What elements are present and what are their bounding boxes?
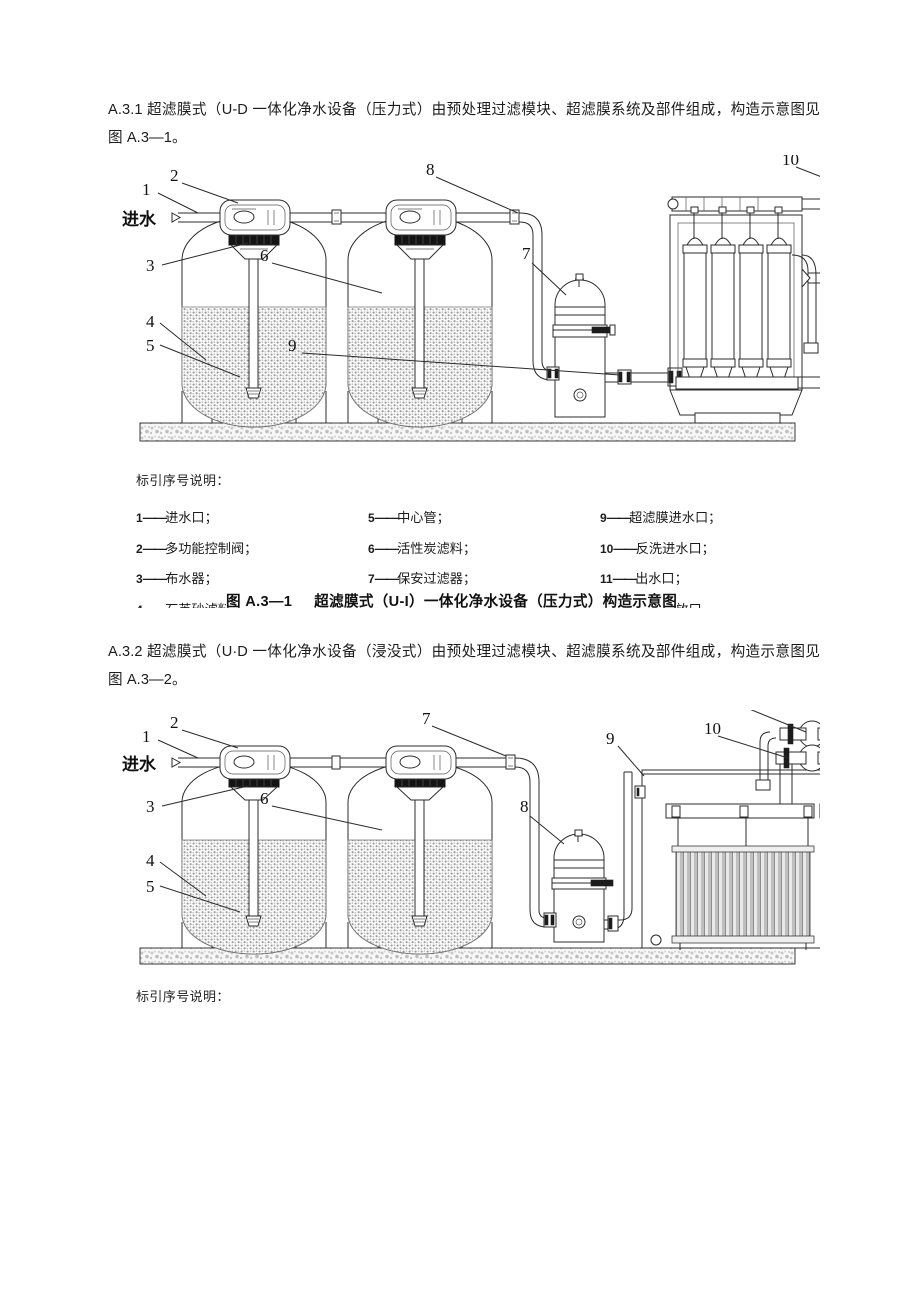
legend-item: 3——布水器； <box>136 571 218 586</box>
legend-text: 石英砂滤料； <box>165 602 244 608</box>
legend-num: 6 <box>368 541 375 556</box>
callout-3: 3 <box>146 256 155 275</box>
callout-7: 7 <box>422 710 431 728</box>
callout-1: 1 <box>142 180 151 199</box>
legend-text: 活性炭滤料； <box>397 540 477 556</box>
callout-5: 5 <box>146 877 155 896</box>
legend-item: 6——活性炭滤料； <box>368 540 477 556</box>
multifunction-control-valve-1 <box>219 199 291 236</box>
legend-text: 布水器； <box>165 571 218 586</box>
callout-1: 1 <box>142 727 151 746</box>
legend-num: 10 <box>600 541 614 556</box>
pretreatment-tank-1 <box>181 215 327 428</box>
inlet-piping <box>171 209 560 381</box>
figure1-caption-title: 超滤膜式（U-I）一体化净水设备（压力式）构造示意图 <box>314 594 678 610</box>
figure1-legend-title: 标引序号说明： <box>136 473 230 488</box>
legend-num: 11 <box>600 572 613 586</box>
figure-a3-1-diagram: 1 2 3 4 5 6 7 8 9 10 11 12 进水 出水 <box>120 155 820 455</box>
legend-item: 7——保安过滤器； <box>368 571 477 586</box>
callout-6: 6 <box>260 789 269 808</box>
inlet-piping-fig2 <box>171 754 556 928</box>
callout-8: 8 <box>520 797 529 816</box>
membrane-basin-feed-piping <box>604 771 633 932</box>
legend-num: 4 <box>136 603 143 608</box>
legend-item: 4——石英砂滤料； <box>136 595 368 608</box>
membrane-vessel-group <box>682 206 792 380</box>
security-filter <box>546 273 616 418</box>
callout-9: 9 <box>288 336 297 355</box>
uf-membrane-module <box>667 168 820 424</box>
inlet-label-fig2: 进水 <box>122 754 157 774</box>
legend-item: 5——中心管； <box>368 510 450 525</box>
callout-leaders-fig2 <box>157 710 807 913</box>
callout-2: 2 <box>170 166 179 185</box>
legend-num: 5 <box>368 511 375 525</box>
callout-9: 9 <box>606 729 615 748</box>
multifunction-control-valve-2-fig2 <box>385 745 457 780</box>
valve-membrane-inlet <box>617 369 632 385</box>
callout-4: 4 <box>146 312 155 331</box>
legend-num: 9 <box>600 511 607 525</box>
membrane-rack-1 <box>665 803 815 950</box>
callout-10: 10 <box>782 155 799 169</box>
valve-filter-inlet-fig2 <box>543 912 557 928</box>
callout-4: 4 <box>146 851 155 870</box>
legend-item: 1——进水口； <box>136 510 218 525</box>
callout-3: 3 <box>146 797 155 816</box>
legend-text: 出水口； <box>635 571 688 586</box>
legend-item: 2——多功能控制阀； <box>136 540 258 556</box>
callout-10: 10 <box>704 719 721 738</box>
legend-num: 7 <box>368 572 375 586</box>
legend-item: 10——反洗进水口； <box>600 540 715 556</box>
legend-num: 2 <box>136 541 143 556</box>
legend-item: 9——超滤膜进水口； <box>600 510 722 525</box>
figure-a3-2-diagram: 1 2 3 4 5 6 7 8 9 10 11 12 13 进水 <box>120 710 820 975</box>
pretreatment-tank-1-fig2 <box>181 761 327 955</box>
legend-text: 多功能控制阀； <box>165 540 258 556</box>
legend-text: 进水口； <box>165 510 218 525</box>
callout-2: 2 <box>170 713 179 732</box>
legend-text: 中心管； <box>397 510 450 525</box>
inlet-label-fig1: 进水 <box>122 209 157 229</box>
callout-6: 6 <box>260 246 269 265</box>
valve-filter-inlet <box>546 366 560 381</box>
callout-7: 7 <box>522 244 531 263</box>
suction-pump-assembly <box>755 720 820 791</box>
legend-text: 反洗进水口； <box>635 540 715 556</box>
legend-num: 1 <box>136 511 143 525</box>
pretreatment-tank-2-fig2 <box>347 761 493 955</box>
pretreatment-tank-2 <box>347 215 493 428</box>
figure1-caption: 图 A.3—1 超滤膜式（U-I）一体化净水设备（压力式）构造示意图 <box>226 588 678 612</box>
paragraph-a32: A.3.2 超滤膜式（U·D 一体化净水设备（浸没式）由预处理过滤模块、超滤膜系… <box>108 644 820 688</box>
submerged-membrane-basin <box>634 754 820 950</box>
legend-num: 3 <box>136 572 143 586</box>
callout-leaders <box>157 166 820 378</box>
legend-item: 11——出水口； <box>600 571 688 586</box>
multifunction-control-valve-2 <box>385 199 457 236</box>
callout-5: 5 <box>146 336 155 355</box>
security-filter-fig2 <box>543 829 614 943</box>
callout-numbers-fig2: 1 2 3 4 5 6 7 8 9 10 11 12 13 <box>142 710 721 896</box>
callout-numbers: 1 2 3 4 5 6 7 8 9 10 11 12 <box>142 155 799 355</box>
callout-8: 8 <box>426 160 435 179</box>
legend-text: 保安过滤器； <box>397 571 477 586</box>
legend-text: 超滤膜进水口； <box>629 510 722 525</box>
figure1-caption-number: 图 A.3—1 <box>226 594 293 610</box>
paragraph-a31: A.3.1 超滤膜式（U-D 一体化净水设备（压力式）由预处理过滤模块、超滤膜系… <box>108 102 820 146</box>
figure2-legend-title: 标引序号说明： <box>136 989 230 1004</box>
multifunction-control-valve-1-fig2 <box>219 745 291 780</box>
